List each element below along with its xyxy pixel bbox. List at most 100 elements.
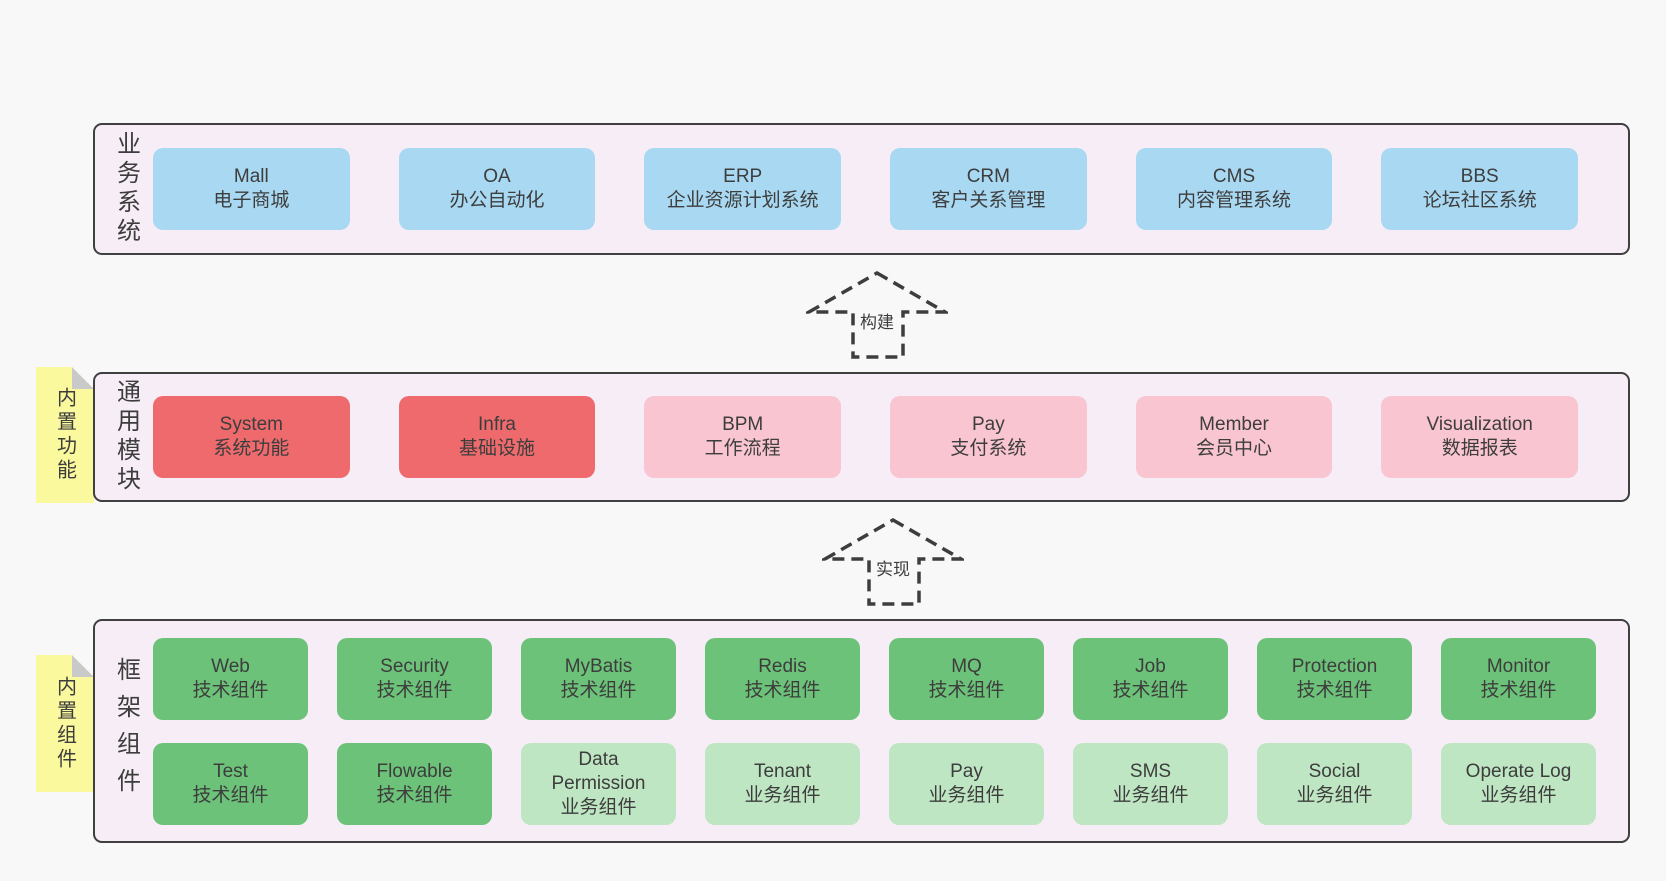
box-title: BBS <box>1460 166 1499 187</box>
box-title: OA <box>483 166 511 187</box>
box-title: CMS <box>1212 166 1256 187</box>
box-title: Infra <box>477 414 517 435</box>
box-subtitle: 支付系统 <box>950 438 1027 459</box>
dashed-up-arrow-implement: 实现 <box>822 518 964 606</box>
panel-title-framework-components: 框架组件 <box>112 657 140 805</box>
box-subtitle: 技术组件 <box>192 784 269 806</box>
box-redis: Redis 技术组件 <box>705 637 860 720</box>
box-title: Security <box>380 655 449 677</box>
box-title: Visualization <box>1426 414 1533 435</box>
box-title: BPM <box>722 414 764 435</box>
box-title: Redis <box>758 655 807 677</box>
box-subtitle: 技术组件 <box>376 679 453 701</box>
box-subtitle: 业务组件 <box>1480 784 1557 806</box>
common-modules-boxes: System 系统功能 Infra 基础设施 BPM 工作流程 Pay 支付系统… <box>153 374 1579 500</box>
folded-corner-icon <box>72 367 94 389</box>
panel-business-systems: 业务系统 Mall 电子商城 OA 办公自动化 ERP 企业资源计划系统 CRM… <box>93 123 1630 255</box>
box-subtitle: 数据报表 <box>1441 438 1518 459</box>
sticky-note-label: 内置功能 <box>53 387 76 483</box>
box-title: System <box>219 414 284 435</box>
panel-framework-components: 框架组件 Web 技术组件 Security 技术组件 MyBatis 技术组件… <box>93 619 1630 843</box>
box-subtitle: 技术组件 <box>376 784 453 806</box>
box-subtitle: 业务组件 <box>1296 784 1373 806</box>
box-row: Test 技术组件 Flowable 技术组件 Data Permission … <box>153 742 1596 825</box>
business-systems-boxes: Mall 电子商城 OA 办公自动化 ERP 企业资源计划系统 CRM 客户关系… <box>153 125 1579 253</box>
box-title: Member <box>1199 414 1269 435</box>
box-row: Web 技术组件 Security 技术组件 MyBatis 技术组件 Redi… <box>153 637 1596 720</box>
box-title: Monitor <box>1486 655 1551 677</box>
box-infra: Infra 基础设施 <box>398 396 596 478</box>
framework-components-boxes: Web 技术组件 Security 技术组件 MyBatis 技术组件 Redi… <box>153 621 1596 841</box>
box-subtitle: 业务组件 <box>1112 784 1189 806</box>
box-title: Flowable <box>376 760 453 782</box>
box-title: Pay <box>950 760 983 782</box>
box-bbs: BBS 论坛社区系统 <box>1381 148 1579 230</box>
sticky-note-built-in-components: 内置组件 <box>36 655 94 792</box>
box-title: Job <box>1135 655 1166 677</box>
box-erp: ERP 企业资源计划系统 <box>644 148 842 230</box>
box-subtitle: 技术组件 <box>1296 679 1373 701</box>
box-cms: CMS 内容管理系统 <box>1135 148 1333 230</box>
box-subtitle: 企业资源计划系统 <box>666 190 819 211</box>
box-title: Test <box>213 760 248 782</box>
box-title: MyBatis <box>564 655 633 677</box>
sticky-note-label: 内置组件 <box>53 675 76 772</box>
box-pay-business: Pay 业务组件 <box>889 742 1044 825</box>
box-job: Job 技术组件 <box>1073 637 1228 720</box>
box-subtitle: 技术组件 <box>192 679 269 701</box>
box-title: Social <box>1308 760 1361 782</box>
box-subtitle: 业务组件 <box>744 784 821 806</box>
box-title: Tenant <box>753 760 812 782</box>
sticky-note-built-in-features: 内置功能 <box>36 367 94 503</box>
box-mybatis: MyBatis 技术组件 <box>521 637 676 720</box>
box-sms: SMS 业务组件 <box>1073 742 1228 825</box>
box-title: MQ <box>951 655 982 677</box>
box-subtitle: 系统功能 <box>213 438 290 459</box>
box-data-permission: Data Permission 业务组件 <box>521 742 676 825</box>
box-pay: Pay 支付系统 <box>890 396 1087 478</box>
box-subtitle: 业务组件 <box>928 784 1005 806</box>
panel-title-common-modules: 通用模块 <box>112 379 140 495</box>
box-title: Pay <box>971 414 1005 435</box>
arrow-label-build: 构建 <box>856 307 898 334</box>
box-subtitle: 技术组件 <box>560 679 637 701</box>
box-subtitle: 论坛社区系统 <box>1422 190 1537 211</box>
box-oa: OA 办公自动化 <box>398 148 596 230</box>
up-arrow-icon <box>822 518 964 606</box>
box-mall: Mall 电子商城 <box>153 148 350 230</box>
box-bpm: BPM 工作流程 <box>644 396 842 478</box>
box-subtitle: 客户关系管理 <box>931 190 1046 211</box>
box-protection: Protection 技术组件 <box>1257 637 1412 720</box>
panel-common-modules: 通用模块 System 系统功能 Infra 基础设施 BPM 工作流程 Pay… <box>93 372 1630 502</box>
box-subtitle: 技术组件 <box>1480 679 1557 701</box>
box-member: Member 会员中心 <box>1135 396 1333 478</box>
box-monitor: Monitor 技术组件 <box>1441 637 1596 720</box>
box-subtitle: 技术组件 <box>1112 679 1189 701</box>
box-subtitle: 技术组件 <box>928 679 1005 701</box>
box-flowable: Flowable 技术组件 <box>337 742 492 825</box>
box-title: Data Permission <box>551 748 646 794</box>
box-title: Web <box>211 655 250 677</box>
box-title: SMS <box>1129 760 1172 782</box>
box-subtitle: 办公自动化 <box>449 190 545 211</box>
box-row: System 系统功能 Infra 基础设施 BPM 工作流程 Pay 支付系统… <box>153 396 1579 478</box>
box-system: System 系统功能 <box>153 396 350 478</box>
box-row: Mall 电子商城 OA 办公自动化 ERP 企业资源计划系统 CRM 客户关系… <box>153 148 1579 230</box>
box-title: Mall <box>233 166 269 187</box>
box-web: Web 技术组件 <box>153 637 308 720</box>
folded-corner-icon <box>72 655 94 677</box>
box-subtitle: 基础设施 <box>459 438 536 459</box>
box-subtitle: 技术组件 <box>744 679 821 701</box>
box-social: Social 业务组件 <box>1257 742 1412 825</box>
box-subtitle: 内容管理系统 <box>1177 190 1292 211</box>
box-test: Test 技术组件 <box>153 742 308 825</box>
box-subtitle: 工作流程 <box>704 438 781 459</box>
up-arrow-icon <box>806 271 948 359</box>
box-title: ERP <box>723 166 763 187</box>
panel-title-business-systems: 业务系统 <box>112 131 140 247</box>
box-title: Protection <box>1291 655 1378 677</box>
arrow-label-implement: 实现 <box>872 554 914 581</box>
dashed-up-arrow-build: 构建 <box>806 271 948 359</box>
box-tenant: Tenant 业务组件 <box>705 742 860 825</box>
box-subtitle: 业务组件 <box>560 796 637 818</box>
